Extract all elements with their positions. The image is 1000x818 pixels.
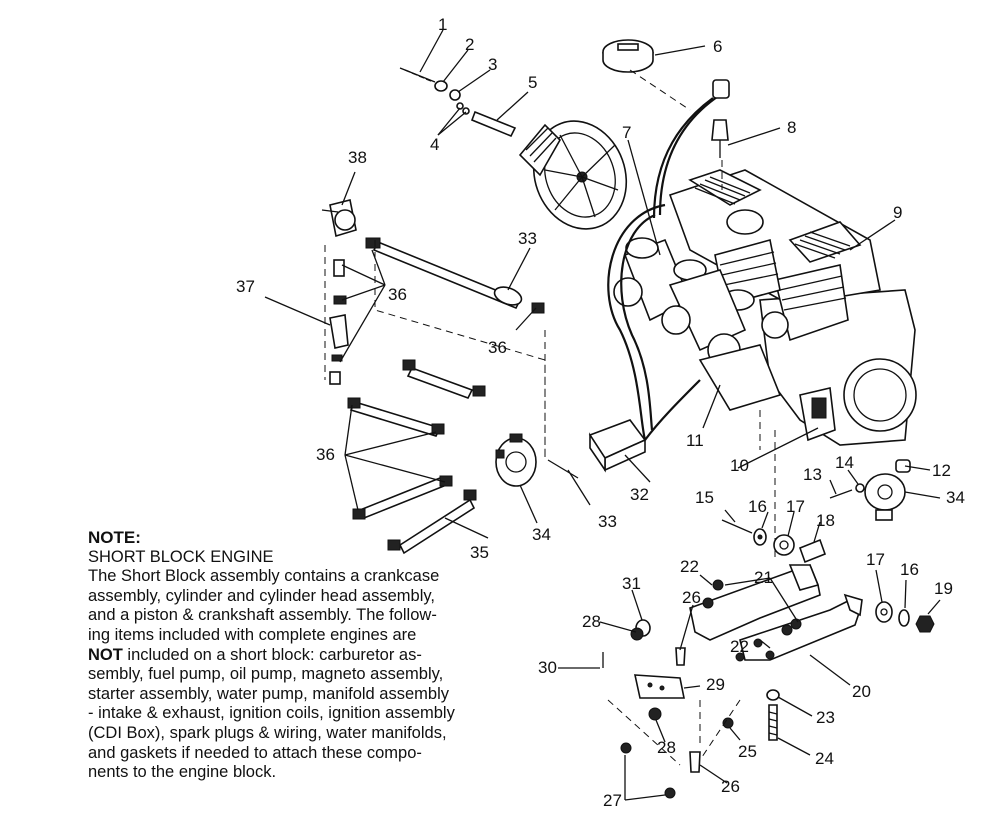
callout: 16 (748, 497, 767, 516)
callout: 24 (815, 749, 834, 768)
callout: 38 (348, 148, 367, 167)
callout: 27 (603, 791, 622, 810)
engine-mount-brackets (602, 564, 863, 799)
note-line: The Short Block assembly contains a cran… (88, 567, 440, 586)
callout: 8 (787, 118, 796, 137)
callout: 22 (730, 637, 749, 656)
engine-block (613, 169, 917, 446)
callout: 23 (816, 708, 835, 727)
leader-lines (264, 29, 941, 801)
callout: 32 (630, 485, 649, 504)
note-line: ing items included with complete engines… (88, 625, 417, 644)
callout: 3 (488, 55, 497, 74)
callout: 6 (713, 37, 722, 56)
callout: 25 (738, 742, 757, 761)
callout: 35 (470, 543, 489, 562)
callout: 22 (680, 557, 699, 576)
callout: 12 (932, 461, 951, 480)
note-heading: NOTE: (88, 528, 141, 547)
callout: 30 (538, 658, 557, 677)
callout: 29 (706, 675, 725, 694)
callout: 37 (236, 277, 255, 296)
callout: 34 (946, 488, 965, 507)
note-line: starter assembly, water pump, manifold a… (88, 684, 449, 703)
note-line-rest: included on a short block: carburetor as… (122, 645, 422, 664)
callout: 4 (430, 135, 439, 154)
water-pump-assembly (721, 459, 935, 633)
callout: 5 (528, 73, 537, 92)
callout: 18 (816, 511, 835, 530)
fuel-pump-assembly (321, 199, 647, 555)
note-line: nents to the engine block. (88, 763, 277, 782)
callout: 28 (657, 738, 676, 757)
note-subheading: SHORT BLOCK ENGINE (88, 547, 274, 566)
callout: 17 (866, 550, 885, 569)
callout: 26 (721, 777, 740, 796)
fuel-cap (602, 39, 654, 73)
callout: 17 (786, 497, 805, 516)
note-not-word: NOT (88, 645, 123, 664)
callout: 15 (695, 488, 714, 507)
note-line: and a piston & crankshaft assembly. The … (88, 606, 437, 625)
callout: 31 (622, 574, 641, 593)
callout-numbers: 1 2 3 4 5 6 7 8 9 10 11 12 13 14 15 16 1… (236, 15, 965, 810)
callout: 14 (835, 453, 854, 472)
callout: 36 (488, 338, 507, 357)
callout: 11 (686, 431, 704, 450)
callout: 26 (682, 588, 701, 607)
callout: 13 (803, 465, 822, 484)
callout: 2 (465, 35, 474, 54)
note-line: assembly, cylinder and cylinder head ass… (88, 586, 435, 605)
callout: 1 (438, 15, 447, 34)
note-line: (CDI Box), spark plugs & wiring, water m… (88, 723, 447, 742)
callout: 36 (388, 285, 407, 304)
callout: 33 (518, 229, 537, 248)
callout: 36 (316, 445, 335, 464)
callout: 19 (934, 579, 953, 598)
note-line: sembly, fuel pump, oil pump, magneto ass… (88, 665, 444, 684)
spark-plug (711, 79, 730, 158)
callout: 20 (852, 682, 871, 701)
short-block-note: NOTE: SHORT BLOCK ENGINE The Short Block… (88, 528, 528, 783)
drive-clutch-assembly (399, 67, 628, 230)
callout: 7 (622, 123, 631, 142)
callout: 33 (598, 512, 617, 531)
callout: 21 (754, 568, 773, 587)
callout: 9 (893, 203, 902, 222)
callout: 28 (582, 612, 601, 631)
note-line: - intake & exhaust, ignition coils, igni… (88, 704, 455, 723)
note-line: and gaskets if needed to attach these co… (88, 743, 422, 762)
note-line: NOT included on a short block: carbureto… (88, 646, 528, 666)
callout: 10 (730, 456, 749, 475)
callout: 16 (900, 560, 919, 579)
callout: 34 (532, 525, 551, 544)
